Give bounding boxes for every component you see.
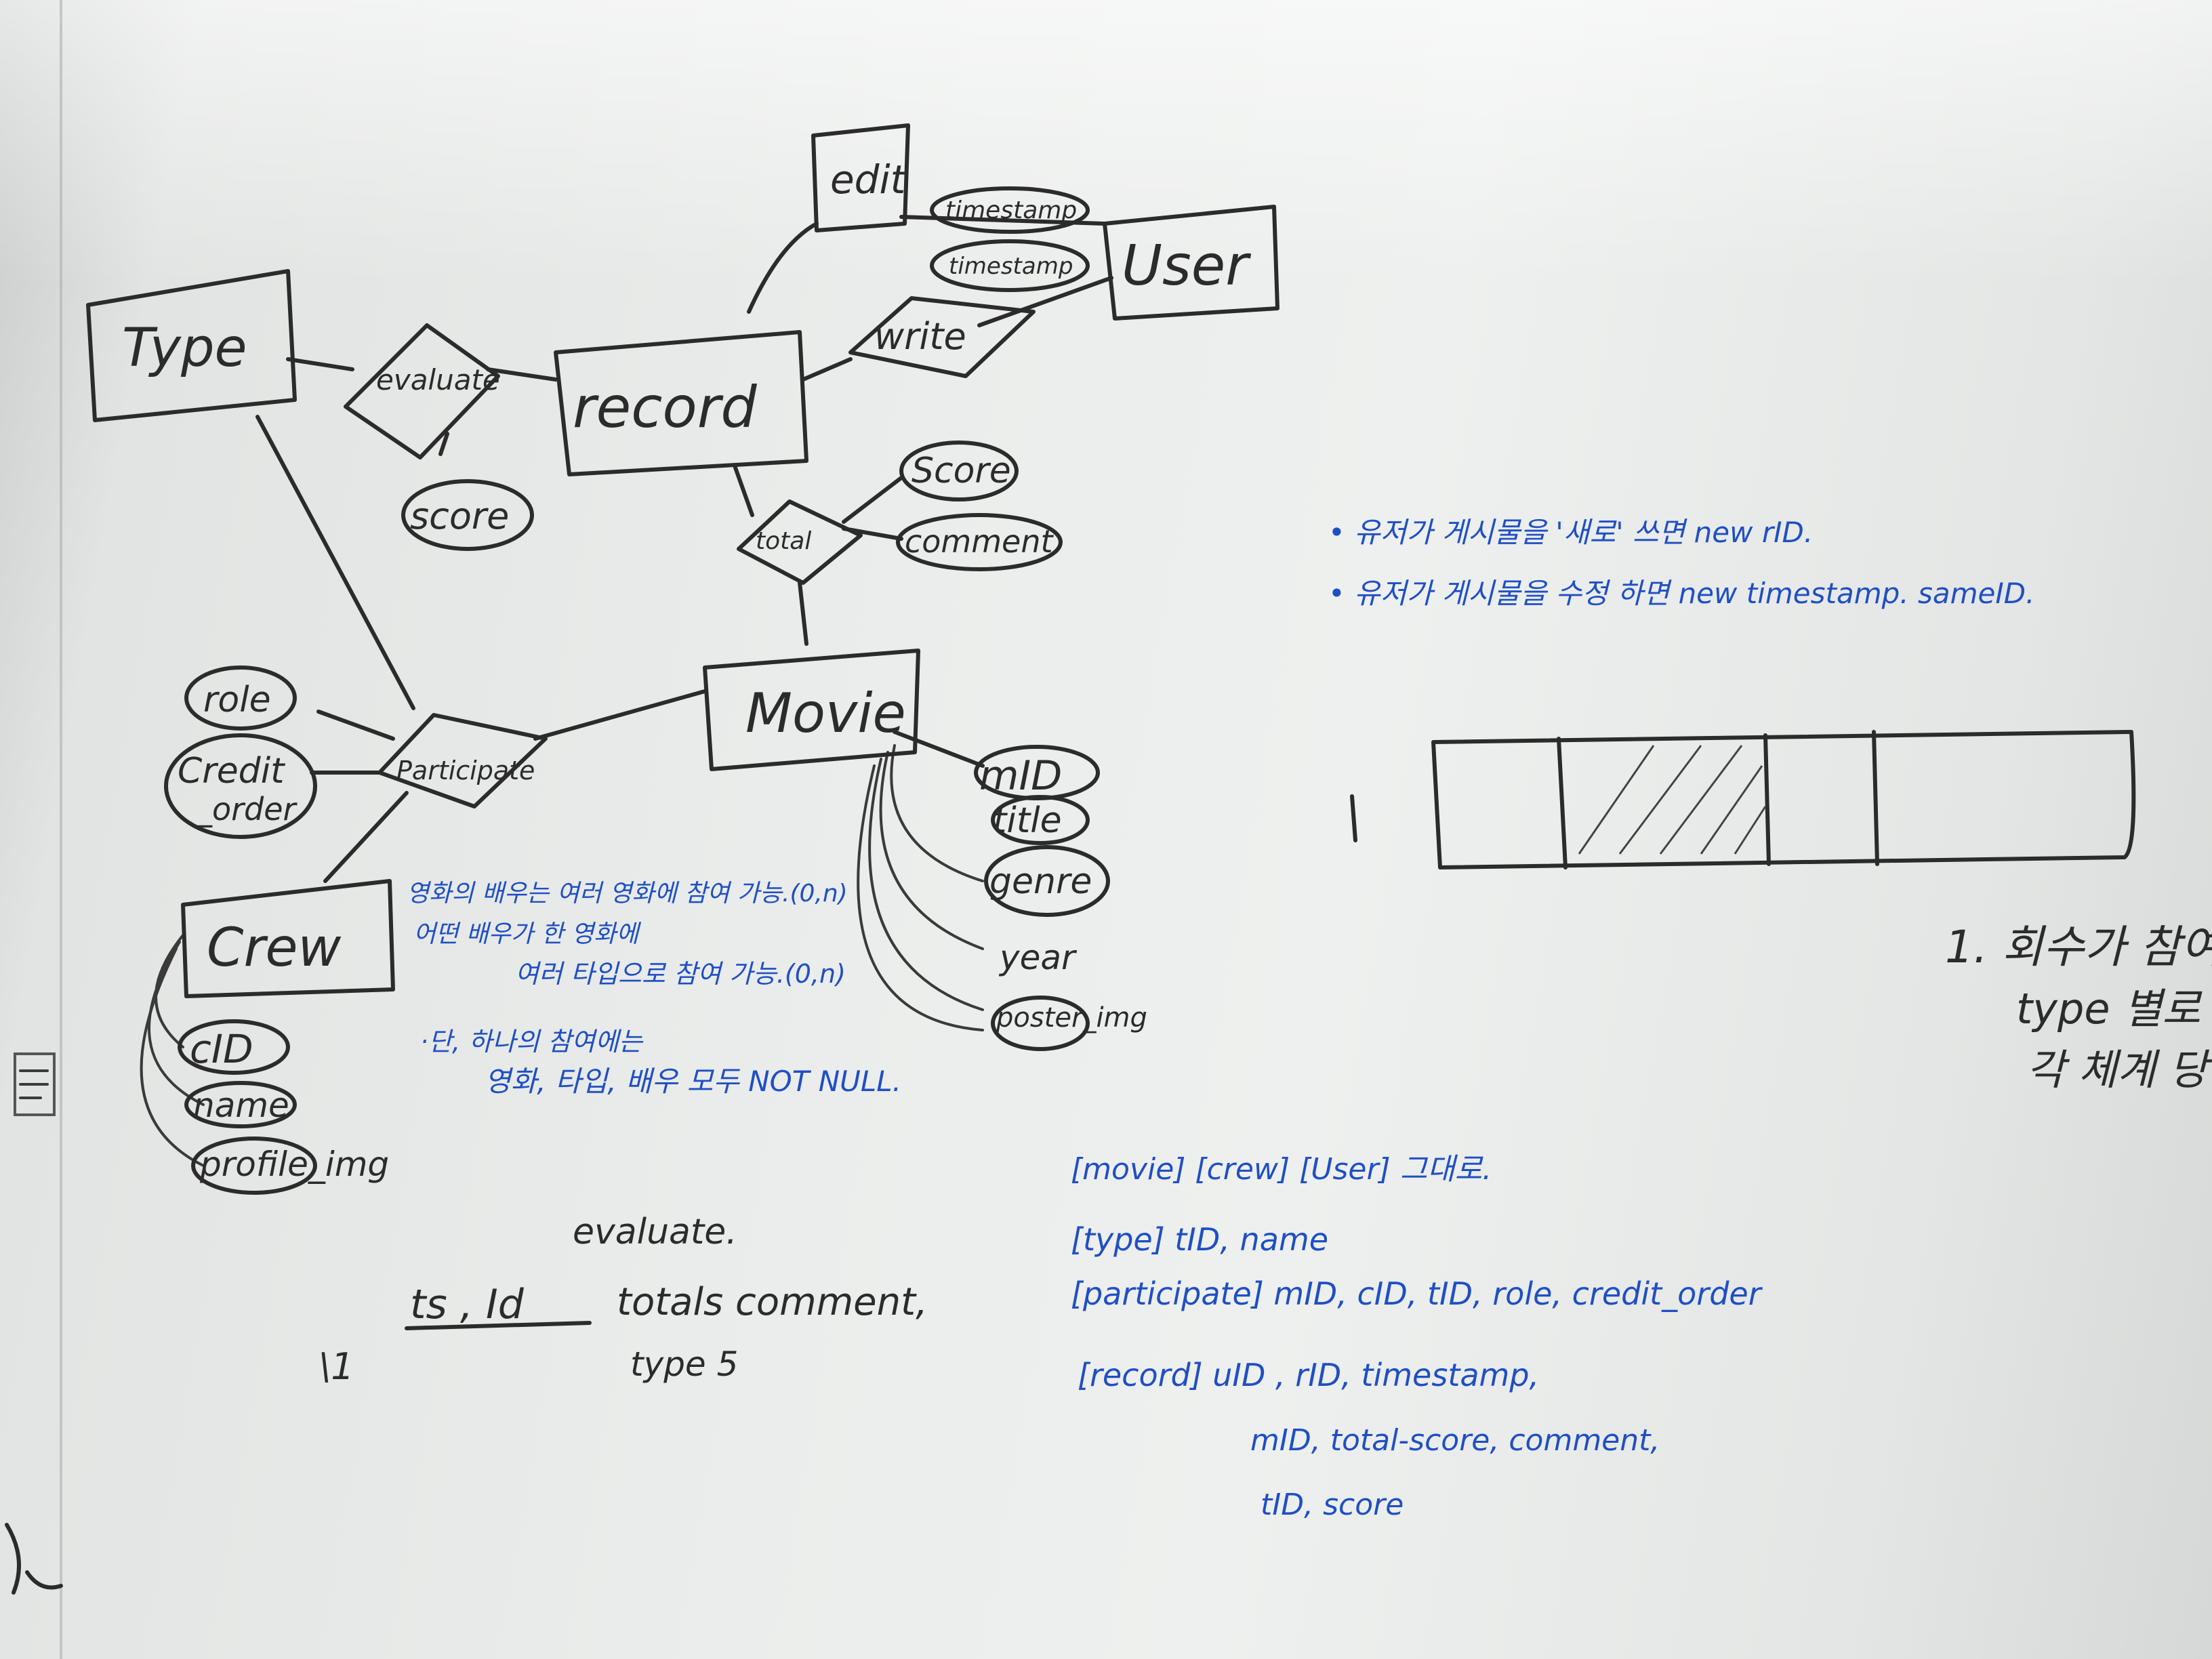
attribute-total-score-label: Score	[912, 451, 1011, 491]
attribute-profile-img: profile_img	[191, 1136, 389, 1195]
attribute-role-label: role	[203, 680, 271, 720]
attribute-comment-label: comment	[905, 523, 1054, 560]
entity-record-label: record	[573, 374, 757, 441]
entity-type-label: Type	[122, 318, 247, 379]
attribute-poster-img-label: poster_img	[996, 1002, 1147, 1033]
attribute-profile-img-label: profile_img	[199, 1145, 389, 1184]
relationship-write-label: write	[874, 315, 966, 358]
schema-line-6: tID, score	[1261, 1488, 1404, 1522]
attribute-title-label: title	[993, 800, 1062, 841]
attribute-genre: genre	[984, 845, 1110, 917]
attribute-order-label: _order	[196, 791, 298, 827]
right-note-1: 1. 회수가 참여하	[1945, 921, 2212, 973]
bl-totals: totals comment,	[617, 1280, 928, 1324]
attribute-name-label: name	[193, 1086, 289, 1125]
relationship-participate-label: Participate	[396, 756, 535, 785]
relationship-evaluate-label: evaluate	[376, 363, 500, 396]
attribute-write-timestamp: timestamp	[930, 239, 1090, 292]
entity-record: record	[554, 330, 808, 476]
attribute-cid: cID	[178, 1019, 290, 1075]
entity-movie-label: Movie	[745, 682, 906, 745]
attribute-mid-label: mID	[979, 752, 1062, 800]
right-note-2: type 별로	[2016, 984, 2203, 1033]
attribute-poster-img: poster_img	[991, 996, 1147, 1051]
attribute-write-timestamp-label: timestamp	[949, 253, 1073, 280]
note-top-1: • 유저가 게시물을 '새로' 쓰면 new rID.	[1328, 516, 1813, 549]
right-edge-notes: 1. 회수가 참여하 type 별로 각 체계 당	[1945, 921, 2212, 1094]
relationship-total: total	[737, 499, 863, 585]
blue-schema: [movie] [crew] [User] 그대로. [type] tID, n…	[1071, 1152, 1763, 1522]
attribute-evaluate-score: score	[401, 479, 534, 551]
blue-notes-top: • 유저가 게시물을 '새로' 쓰면 new rID. • 유저가 게시물을 수…	[1328, 516, 2034, 610]
entity-crew-label: Crew	[207, 918, 342, 979]
bl-marker: \1	[319, 1345, 354, 1388]
bl-ts-id: ts , Id	[410, 1281, 525, 1328]
relationship-edit: edit	[811, 123, 910, 232]
board-seam	[60, 0, 62, 1659]
note-top-2: • 유저가 게시물을 수정 하면 new timestamp. sameID.	[1328, 577, 2034, 610]
schema-line-1: [movie] [crew] [User] 그대로.	[1071, 1152, 1492, 1187]
attribute-name: name	[184, 1081, 297, 1128]
entity-user: User	[1103, 205, 1279, 321]
attribute-cid-label: cID	[190, 1026, 253, 1072]
bl-evaluate: evaluate.	[573, 1212, 737, 1252]
attribute-edit-timestamp: timestamp	[930, 186, 1090, 234]
entity-type: Type	[86, 269, 297, 422]
note-crew-4: ·단, 하나의 참여에는	[420, 1027, 644, 1057]
relationship-evaluate: evaluate	[344, 323, 500, 459]
schema-line-2: [type] tID, name	[1071, 1221, 1328, 1258]
note-crew-5: 영화, 타입, 배우 모두 NOT NULL.	[485, 1065, 901, 1098]
attribute-credit-order: Credit _order	[164, 733, 317, 839]
bl-type5: type 5	[630, 1345, 738, 1384]
relationship-total-label: total	[756, 527, 811, 555]
note-crew-3: 여러 타입으로 참여 가능.(0,n)	[515, 959, 846, 989]
connector-lines	[140, 215, 1113, 1167]
relationship-edit-label: edit	[830, 157, 907, 203]
attribute-mid: mID	[974, 745, 1100, 800]
attribute-edit-timestamp-label: timestamp	[945, 197, 1077, 224]
entity-movie: Movie	[703, 649, 920, 771]
bottom-left-notes: evaluate. ts , Id totals comment, type 5…	[319, 1212, 928, 1388]
attribute-genre-label: genre	[989, 861, 1092, 902]
attribute-credit-label: Credit	[178, 751, 285, 792]
schema-line-5: mID, total-score, comment,	[1250, 1423, 1660, 1458]
schema-line-4: [record] uID , rID, timestamp,	[1078, 1357, 1539, 1393]
attribute-total-comment: comment	[896, 513, 1063, 571]
note-crew-1: 영화의 배우는 여러 영화에 참여 가능.(0,n)	[407, 880, 848, 907]
attribute-year-label: year	[998, 938, 1078, 977]
attribute-total-score: Score	[899, 441, 1019, 501]
left-edge-scribbles	[5, 1052, 63, 1595]
relationship-participate: Participate	[377, 713, 548, 808]
attribute-year: year	[998, 938, 1078, 977]
note-crew-2: 어떤 배우가 한 영화에	[413, 920, 641, 948]
entity-user-label: User	[1122, 234, 1251, 298]
attribute-score-label: score	[410, 495, 509, 537]
right-note-3: 각 체계 당	[2026, 1045, 2212, 1094]
attribute-role: role	[184, 665, 297, 731]
memory-block-sketch	[1350, 730, 2136, 869]
attribute-title: title	[991, 795, 1090, 845]
schema-line-3: [participate] mID, cID, tID, role, credi…	[1071, 1275, 1763, 1312]
blue-notes-crew: 영화의 배우는 여러 영화에 참여 가능.(0,n) 어떤 배우가 한 영화에 …	[407, 880, 901, 1098]
left-sticker	[14, 1052, 56, 1116]
relationship-write: write	[848, 296, 1036, 378]
entity-crew: Crew	[181, 879, 395, 998]
